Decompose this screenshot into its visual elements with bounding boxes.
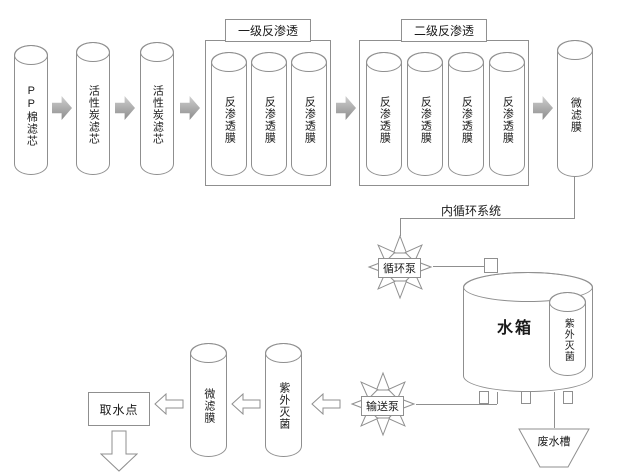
- ro-membrane-label: 反渗透膜: [501, 96, 514, 144]
- connector-line: [400, 218, 575, 219]
- transfer-pump-label: 输送泵: [361, 396, 404, 416]
- connector-line: [433, 266, 486, 267]
- flow-arrow-right-icon: [52, 96, 72, 120]
- flow-arrow-left-icon: [311, 393, 341, 415]
- connector-line: [554, 392, 555, 428]
- ro-membrane-cylinder: 反渗透膜: [211, 52, 247, 176]
- stage1-reverse-osmosis-box: 一级反渗透 反渗透膜 反渗透膜 反渗透膜: [205, 19, 331, 186]
- microfilter-label: 微滤膜: [569, 96, 582, 133]
- flow-arrow-right-icon: [533, 96, 553, 120]
- flow-arrow-right-icon: [180, 96, 200, 120]
- water-outlet-label: 取水点: [99, 402, 139, 417]
- water-outlet-box: 取水点: [88, 392, 150, 426]
- loop-system-label: 内循环系统: [441, 204, 502, 218]
- cylinder-lid: [14, 45, 48, 65]
- cylinder-lid: [407, 52, 443, 72]
- flow-arrow-right-icon: [336, 96, 356, 120]
- uv-sterilizer-cylinder: 紫外灭菌: [265, 343, 302, 457]
- microfilter-cylinder: 微滤膜: [190, 343, 227, 457]
- flow-arrow-left-icon: [231, 393, 261, 415]
- tank-nozzle: [484, 258, 498, 273]
- tank-leg: [479, 391, 489, 404]
- carbon-filter-label: 活性炭滤芯: [87, 84, 100, 145]
- connector-line: [497, 392, 498, 404]
- circulation-pump-label: 循环泵: [378, 258, 421, 278]
- cylinder-lid: [366, 52, 402, 72]
- flow-arrow-down-icon: [100, 430, 138, 472]
- water-tank-label: 水箱: [497, 320, 534, 337]
- tank-leg: [521, 391, 531, 404]
- ro-membrane-label: 反渗透膜: [460, 96, 473, 144]
- tank-uv-label: 紫外灭菌: [562, 318, 574, 362]
- carbon-filter-cylinder: 活性炭滤芯: [76, 42, 110, 175]
- connector-line: [400, 218, 401, 236]
- cylinder-lid: [557, 40, 593, 60]
- stage2-reverse-osmosis-box: 二级反渗透 反渗透膜 反渗透膜 反渗透膜 反渗透膜: [359, 19, 529, 186]
- connector-line: [574, 177, 575, 218]
- flow-arrow-left-icon: [154, 393, 184, 415]
- carbon-filter-label: 活性炭滤芯: [151, 84, 164, 145]
- ro-membrane-cylinder: 反渗透膜: [251, 52, 287, 176]
- cylinder-lid: [448, 52, 484, 72]
- cylinder-lid: [251, 52, 287, 72]
- ro-membrane-label: 反渗透膜: [303, 96, 316, 144]
- uv-sterilizer-label: 紫外灭菌: [277, 382, 290, 430]
- ro-membrane-cylinder: 反渗透膜: [366, 52, 402, 176]
- ro-membrane-cylinder: 反渗透膜: [291, 52, 327, 176]
- ro-membrane-label: 反渗透膜: [263, 96, 276, 144]
- stage2-title: 二级反渗透: [400, 19, 488, 42]
- connector-line: [416, 404, 497, 405]
- ro-membrane-label: 反渗透膜: [223, 96, 236, 144]
- pp-filter-cylinder: PP棉滤芯: [14, 45, 48, 175]
- cylinder-lid: [140, 42, 174, 62]
- stage1-title: 一级反渗透: [224, 19, 312, 42]
- cylinder-lid: [76, 42, 110, 62]
- waste-tank-label: 废水槽: [537, 436, 571, 448]
- carbon-filter-cylinder: 活性炭滤芯: [140, 42, 174, 175]
- cylinder-lid: [549, 292, 586, 312]
- microfilter-label: 微滤膜: [202, 388, 215, 424]
- tank-lid: [463, 272, 593, 302]
- ro-membrane-cylinder: 反渗透膜: [407, 52, 443, 176]
- ro-membrane-cylinder: 反渗透膜: [489, 52, 525, 176]
- ro-membrane-cylinder: 反渗透膜: [448, 52, 484, 176]
- tank-uv-sterilizer-cylinder: 紫外灭菌: [549, 292, 586, 376]
- tank-leg: [563, 391, 573, 404]
- flow-arrow-right-icon: [115, 96, 135, 120]
- microfilter-cylinder: 微滤膜: [557, 40, 593, 177]
- cylinder-lid: [211, 52, 247, 72]
- pp-filter-label: PP棉滤芯: [25, 85, 38, 147]
- cylinder-lid: [190, 343, 227, 363]
- cylinder-lid: [265, 343, 302, 363]
- cylinder-lid: [489, 52, 525, 72]
- ro-membrane-label: 反渗透膜: [419, 96, 432, 144]
- ro-membrane-label: 反渗透膜: [378, 96, 391, 144]
- waste-tank-funnel: [518, 428, 590, 468]
- cylinder-lid: [291, 52, 327, 72]
